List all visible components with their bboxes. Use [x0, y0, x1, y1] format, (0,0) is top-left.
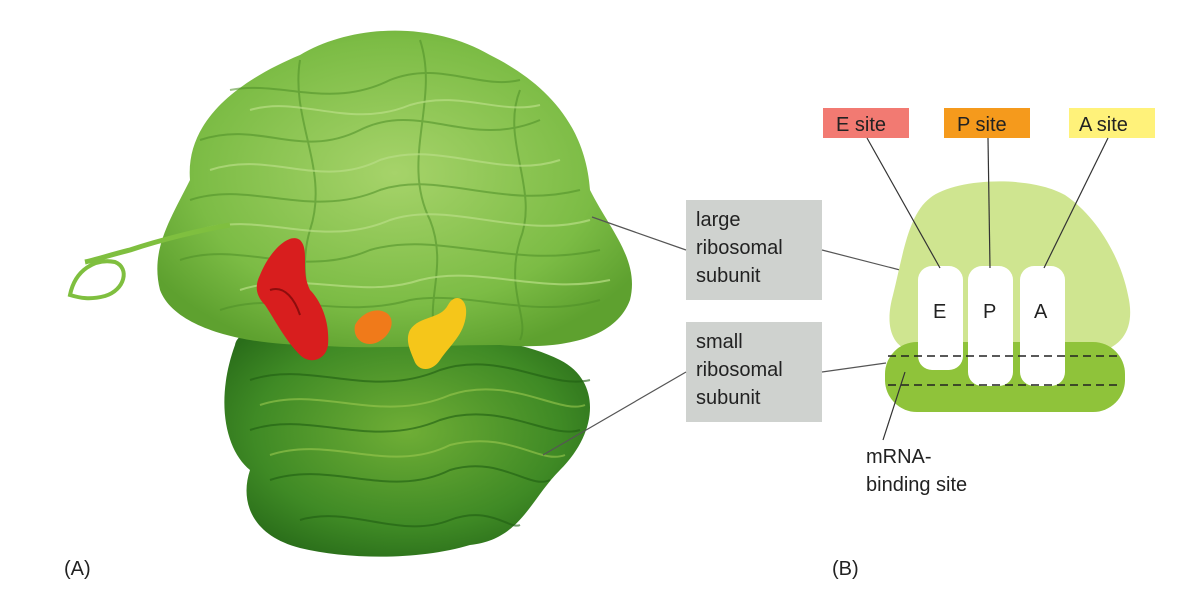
e-site-letter: E: [933, 301, 946, 323]
p-site-trna: [354, 310, 392, 345]
a-site-trna: [407, 297, 467, 369]
small-subunit-label-box: [686, 322, 822, 422]
a-site-slot: [1020, 266, 1065, 386]
mrna-binding-site-line-2: binding site: [866, 474, 967, 496]
p-site-letter: P: [983, 301, 996, 323]
structure-small-subunit: [224, 328, 591, 557]
p-site-label-text: P site: [957, 114, 1007, 136]
leader-large-to-diagram: [821, 249, 901, 271]
leader-small-to-structure: [542, 371, 687, 456]
panel-b-label: (B): [832, 558, 859, 580]
ribosome-schematic: E P A: [885, 181, 1131, 412]
leader-e-site: [866, 137, 941, 269]
leader-large-to-structure: [591, 216, 687, 251]
mrna-binding-site-line-1: mRNA-: [866, 446, 932, 468]
a-site-label: A site: [1069, 108, 1155, 138]
panel-a-label: (A): [64, 558, 91, 580]
structure-arm: [84, 222, 231, 265]
large-subunit-label-line-3: subunit: [696, 265, 761, 287]
leader-small-to-diagram: [821, 362, 887, 373]
a-site-label-text: A site: [1079, 114, 1128, 136]
p-site-label: P site: [944, 108, 1030, 138]
large-subunit-label-line-2: ribosomal: [696, 237, 783, 259]
e-site-slot: [918, 266, 963, 370]
ribosome-structure: [67, 30, 632, 557]
large-subunit-label: large ribosomal subunit: [686, 200, 822, 300]
small-subunit-label-line-2: ribosomal: [696, 359, 783, 381]
leader-p-site: [987, 137, 991, 269]
a-site-letter: A: [1034, 301, 1048, 323]
leader-mrna-site: [882, 371, 906, 441]
p-site-label-box: [944, 108, 1030, 138]
large-subunit-label-box: [686, 200, 822, 300]
a-site-label-box: [1069, 108, 1155, 138]
e-site-label-text: E site: [836, 114, 886, 136]
p-site-slot: [968, 266, 1013, 386]
small-subunit-label-line-3: subunit: [696, 387, 761, 409]
e-site-label-box: [823, 108, 909, 138]
small-subunit-label-line-1: small: [696, 331, 743, 353]
small-subunit-label: small ribosomal subunit: [686, 322, 822, 422]
large-subunit-label-line-1: large: [696, 209, 740, 231]
e-site-label: E site: [823, 108, 909, 138]
leader-a-site: [1043, 137, 1109, 269]
